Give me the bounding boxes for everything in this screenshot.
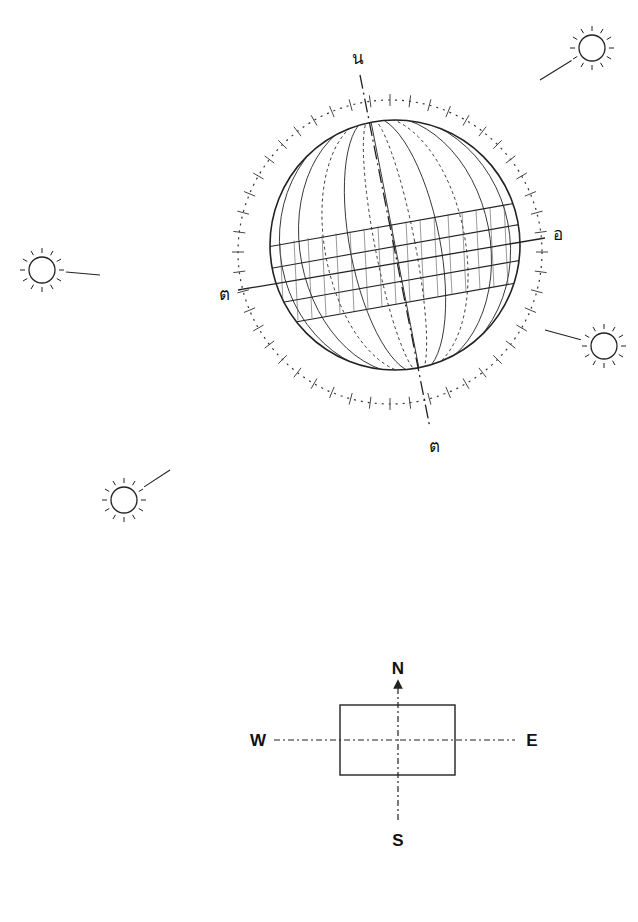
orbit-tick [330, 106, 335, 117]
sun-symbol [545, 324, 626, 368]
orbit-tick [311, 115, 317, 125]
meridian-line [277, 99, 513, 390]
ecliptic-line [238, 238, 545, 290]
orbit-tick [244, 192, 255, 197]
orbit-tick [531, 290, 543, 293]
orbit-tick [535, 231, 547, 233]
orbit-tick [253, 325, 263, 331]
orbit-tick [516, 173, 526, 179]
compass-we-line [274, 739, 515, 740]
direction-label: ต [217, 285, 232, 304]
orbit-tick [493, 140, 501, 148]
orbit-tick [428, 393, 431, 405]
orbit-tick [244, 308, 255, 313]
orbit-tick [479, 127, 486, 137]
orbit-tick [409, 95, 411, 107]
orbit-tick [237, 211, 249, 214]
meridian-group [256, 91, 533, 400]
orbit-tick [409, 397, 411, 409]
orbit-ticks [232, 94, 548, 410]
orbit-tick [330, 387, 335, 398]
direction-label: อ [551, 225, 565, 244]
compass-ns-line [397, 684, 398, 820]
orbit-tick [506, 156, 516, 163]
orbit-tick [428, 99, 431, 111]
compass-label: S [390, 831, 405, 850]
latitude-band [250, 278, 545, 330]
compass-label: E [524, 731, 539, 750]
orbit-tick [516, 325, 526, 331]
orbit-tick [233, 231, 245, 233]
orbit-tick [253, 173, 263, 179]
orbit-tick [369, 95, 371, 107]
orbit-tick [265, 156, 275, 163]
orbit-tick [294, 127, 301, 137]
compass-label: N [390, 659, 406, 678]
orbit-tick [369, 397, 371, 409]
orbit-tick [232, 252, 244, 253]
orbit-tick [278, 140, 286, 148]
orbit-tick [390, 398, 391, 410]
meridian-line [326, 109, 464, 381]
orbit-tick [446, 387, 451, 398]
sun-symbol [102, 470, 170, 522]
orbit-tick [446, 106, 451, 117]
orbit-tick [463, 378, 469, 388]
orbit-tick [493, 355, 501, 363]
orbit-tick [536, 252, 548, 253]
orbit-tick [525, 308, 536, 313]
orbit-tick [233, 271, 245, 273]
compass-label: W [248, 731, 268, 750]
orbit-tick [311, 378, 317, 388]
earth-axis [360, 75, 430, 428]
orbit-tick [463, 115, 469, 125]
orbit-tick [531, 211, 543, 214]
orbit-tick [479, 368, 486, 378]
sun-symbols [20, 26, 626, 522]
sun-symbol [20, 248, 100, 292]
orbit-tick [506, 341, 516, 348]
meridian-line [301, 104, 488, 386]
orbit-tick [525, 192, 536, 197]
direction-label: น [350, 49, 366, 68]
orbit-tick [390, 94, 391, 106]
orbit-tick [294, 368, 301, 378]
orbit-tick [349, 99, 352, 111]
orbit-circle [238, 100, 542, 404]
direction-label: ต [427, 437, 442, 456]
orbit-tick [265, 341, 275, 348]
orbit-tick [535, 271, 547, 273]
orbit-tick [278, 355, 286, 363]
orbit-tick [349, 393, 352, 405]
sun-symbol [540, 26, 614, 80]
meridian-line [257, 95, 532, 394]
meridian-line [369, 112, 421, 377]
